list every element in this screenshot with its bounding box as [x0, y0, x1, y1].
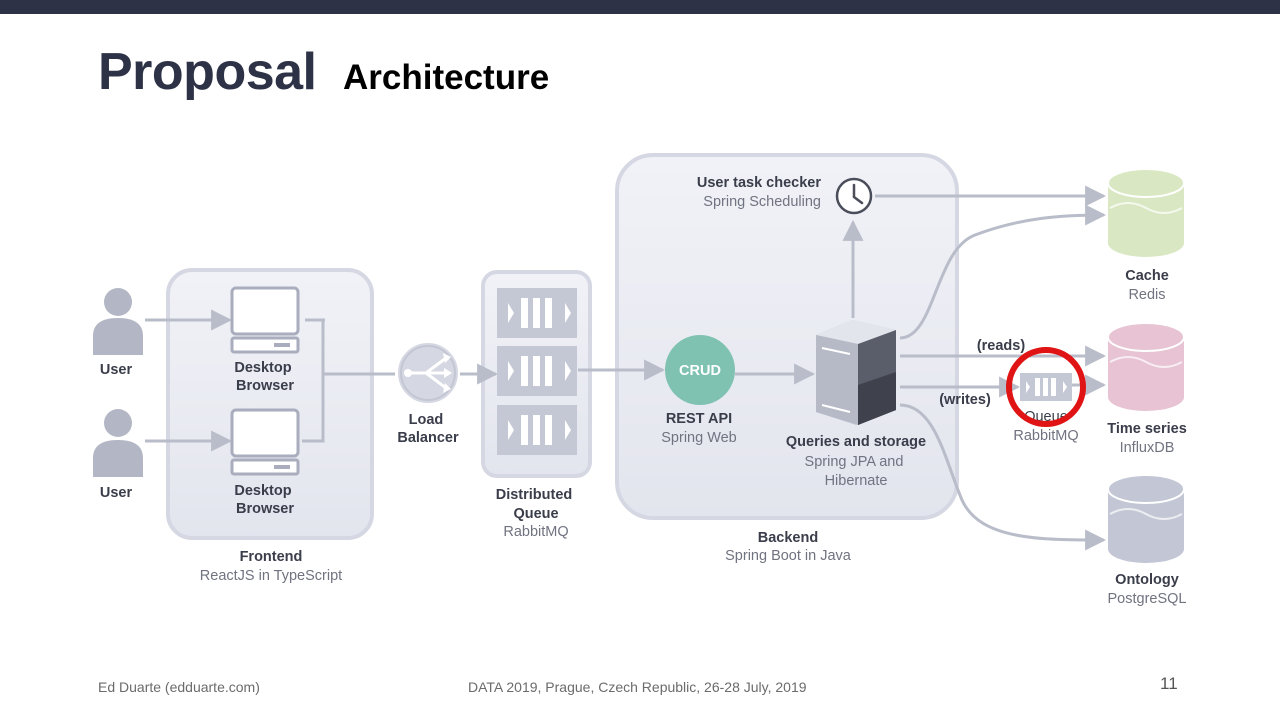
database-cylinder: [1107, 474, 1185, 563]
timeseries-subtitle: InfluxDB: [1120, 440, 1175, 456]
frontend-title: Frontend: [240, 549, 303, 565]
browsers-to-balancer-line: [302, 318, 395, 443]
message-queue-icon: [497, 346, 577, 396]
write-queue-subtitle: RabbitMQ: [1013, 428, 1078, 444]
footer-event: DATA 2019, Prague, Czech Republic, 26-28…: [468, 679, 807, 695]
ontology-db-body: [1108, 489, 1184, 563]
frontend-subtitle: ReactJS in TypeScript: [200, 568, 342, 584]
distributed-queue-label: Distributed Queue: [496, 487, 577, 522]
top-bar: [0, 0, 1280, 14]
queries-subtitle: Spring JPA and Hibernate: [805, 454, 908, 489]
message-queue-icon: [497, 288, 577, 338]
highlight-circle: [1006, 347, 1086, 427]
backend-subtitle: Spring Boot in Java: [725, 548, 852, 564]
distributed-queue-subtitle: RabbitMQ: [503, 524, 568, 540]
timeseries-db-body: [1108, 337, 1184, 411]
user-icon: [93, 409, 143, 477]
backend-title: Backend: [758, 530, 818, 546]
load-balancer-label: Load Balancer: [397, 412, 459, 446]
slide-subtitle: Architecture: [343, 58, 550, 97]
database-cylinder: [1107, 322, 1185, 411]
browser-label: Desktop Browser: [234, 360, 295, 394]
cache-db-top: [1107, 168, 1185, 198]
backend-panel: [615, 153, 959, 520]
frontend-panel: [166, 268, 374, 540]
cache-db-body: [1108, 183, 1184, 257]
queries-to-ontology-arrow: [899, 403, 1107, 551]
user-label: User: [100, 485, 133, 501]
rest-api-title: REST API: [666, 411, 732, 427]
desktop-computer-icon: [230, 408, 300, 476]
desktop-computer-icon: [230, 286, 300, 354]
queries-title: Queries and storage: [786, 434, 926, 450]
crud-label: CRUD: [679, 363, 721, 379]
user-label: User: [100, 362, 133, 378]
database-cylinder: [1107, 168, 1185, 257]
small-queue-icon: [1020, 373, 1072, 401]
ontology-subtitle: PostgreSQL: [1108, 591, 1187, 607]
clock-icon: [835, 177, 873, 215]
ontology-title: Ontology: [1115, 572, 1179, 588]
browser-label: Desktop Browser: [234, 483, 295, 517]
message-queue-icon: [497, 405, 577, 455]
timeseries-db-top: [1107, 322, 1185, 352]
task-checker-title: User task checker: [697, 175, 821, 191]
timeseries-title: Time series: [1107, 421, 1187, 437]
slide-title: Proposal: [98, 43, 317, 101]
crud-circle: [665, 335, 735, 405]
ontology-db-top: [1107, 474, 1185, 504]
cache-subtitle: Redis: [1128, 287, 1165, 303]
cache-title: Cache: [1125, 268, 1169, 284]
task-checker-subtitle: Spring Scheduling: [703, 194, 821, 210]
queries-to-cache-arrow: [899, 204, 1107, 340]
server-icon: [816, 320, 896, 425]
user-icon: [93, 288, 143, 355]
load-balancer-icon: [396, 341, 460, 405]
footer-author: Ed Duarte (edduarte.com): [98, 679, 260, 695]
rest-api-subtitle: Spring Web: [661, 430, 737, 446]
writes-label: (writes): [939, 392, 991, 408]
page-number: 11: [1160, 674, 1178, 693]
reads-label: (reads): [977, 338, 1026, 354]
